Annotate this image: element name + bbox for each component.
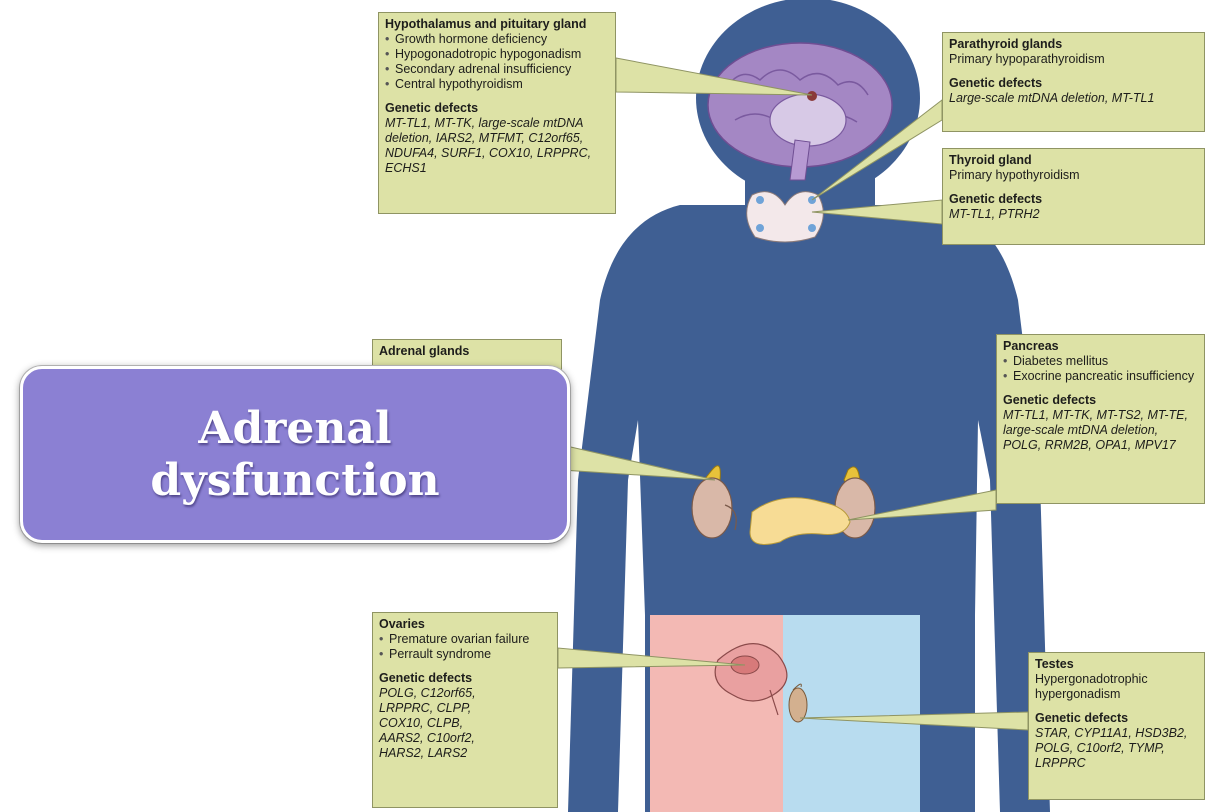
condition-text: Primary hypothyroidism [949,168,1198,183]
box-title: Adrenal glands [379,344,555,359]
box-title: Thyroid gland [949,153,1198,168]
condition-item: Perrault syndrome [379,647,551,662]
condition-list: Premature ovarian failure Perrault syndr… [379,632,551,662]
genetic-defects-title: Genetic defects [949,192,1198,207]
genetic-defects-line: COX10, CLPB, [379,716,551,731]
genetic-defects-line: STAR, CYP11A1, HSD3B2, [1035,726,1198,741]
genetic-defects-title: Genetic defects [385,101,609,116]
box-title: Parathyroid glands [949,37,1198,52]
condition-list: Growth hormone deficiency Hypogonadotrop… [385,32,609,92]
genetic-defects-line: Large-scale mtDNA deletion, MT-TL1 [949,91,1198,106]
condition-item: Diabetes mellitus [1003,354,1198,369]
genetic-defects-title: Genetic defects [1003,393,1198,408]
thyroid-box: Thyroid gland Primary hypothyroidism Gen… [942,148,1205,245]
callout-text: Adrenal dysfunction [150,403,439,507]
genetic-defects-title: Genetic defects [1035,711,1198,726]
hypothalamus-pituitary-box: Hypothalamus and pituitary gland Growth … [378,12,616,214]
genetic-defects-line: MT-TL1, MT-TK, MT-TS2, MT-TE, [1003,408,1198,423]
condition-text: Hypergonadotrophic hypergonadism [1035,672,1198,702]
box-title: Pancreas [1003,339,1198,354]
genetic-defects-line: ECHS1 [385,161,609,176]
condition-text: Primary hypoparathyroidism [949,52,1198,67]
condition-item: Growth hormone deficiency [385,32,609,47]
genetic-defects-line: NDUFA4, SURF1, COX10, LRPPRC, [385,146,609,161]
genetic-defects-line: POLG, C10orf2, TYMP, [1035,741,1198,756]
condition-item: Exocrine pancreatic insufficiency [1003,369,1198,384]
genetic-defects-line: MT-TL1, PTRH2 [949,207,1198,222]
genetic-defects-line: LRPPRC [1035,756,1198,771]
genetic-defects-line: deletion, IARS2, MTFMT, C12orf65, [385,131,609,146]
genetic-defects-line: large-scale mtDNA deletion, [1003,423,1198,438]
condition-item: Central hypothyroidism [385,77,609,92]
ovaries-box: Ovaries Premature ovarian failure Perrau… [372,612,558,808]
genetic-defects-line: POLG, RRM2B, OPA1, MPV17 [1003,438,1198,453]
condition-list: Diabetes mellitus Exocrine pancreatic in… [1003,354,1198,384]
box-title: Testes [1035,657,1198,672]
genetic-defects-line: LRPPRC, CLPP, [379,701,551,716]
genetic-defects-line: HARS2, LARS2 [379,746,551,761]
condition-item: Hypogonadotropic hypogonadism [385,47,609,62]
box-title: Hypothalamus and pituitary gland [385,17,609,32]
genetic-defects-title: Genetic defects [379,671,551,686]
parathyroid-box: Parathyroid glands Primary hypoparathyro… [942,32,1205,132]
female-region [650,615,783,812]
testes-box: Testes Hypergonadotrophic hypergonadism … [1028,652,1205,800]
genetic-defects-line: AARS2, C10orf2, [379,731,551,746]
genetic-defects-title: Genetic defects [949,76,1198,91]
pancreas-box: Pancreas Diabetes mellitus Exocrine panc… [996,334,1205,504]
genetic-defects-line: MT-TL1, MT-TK, large-scale mtDNA [385,116,609,131]
box-title: Ovaries [379,617,551,632]
condition-item: Premature ovarian failure [379,632,551,647]
genetic-defects-line: POLG, C12orf65, [379,686,551,701]
adrenal-dysfunction-callout: Adrenal dysfunction [20,366,570,543]
condition-item: Secondary adrenal insufficiency [385,62,609,77]
